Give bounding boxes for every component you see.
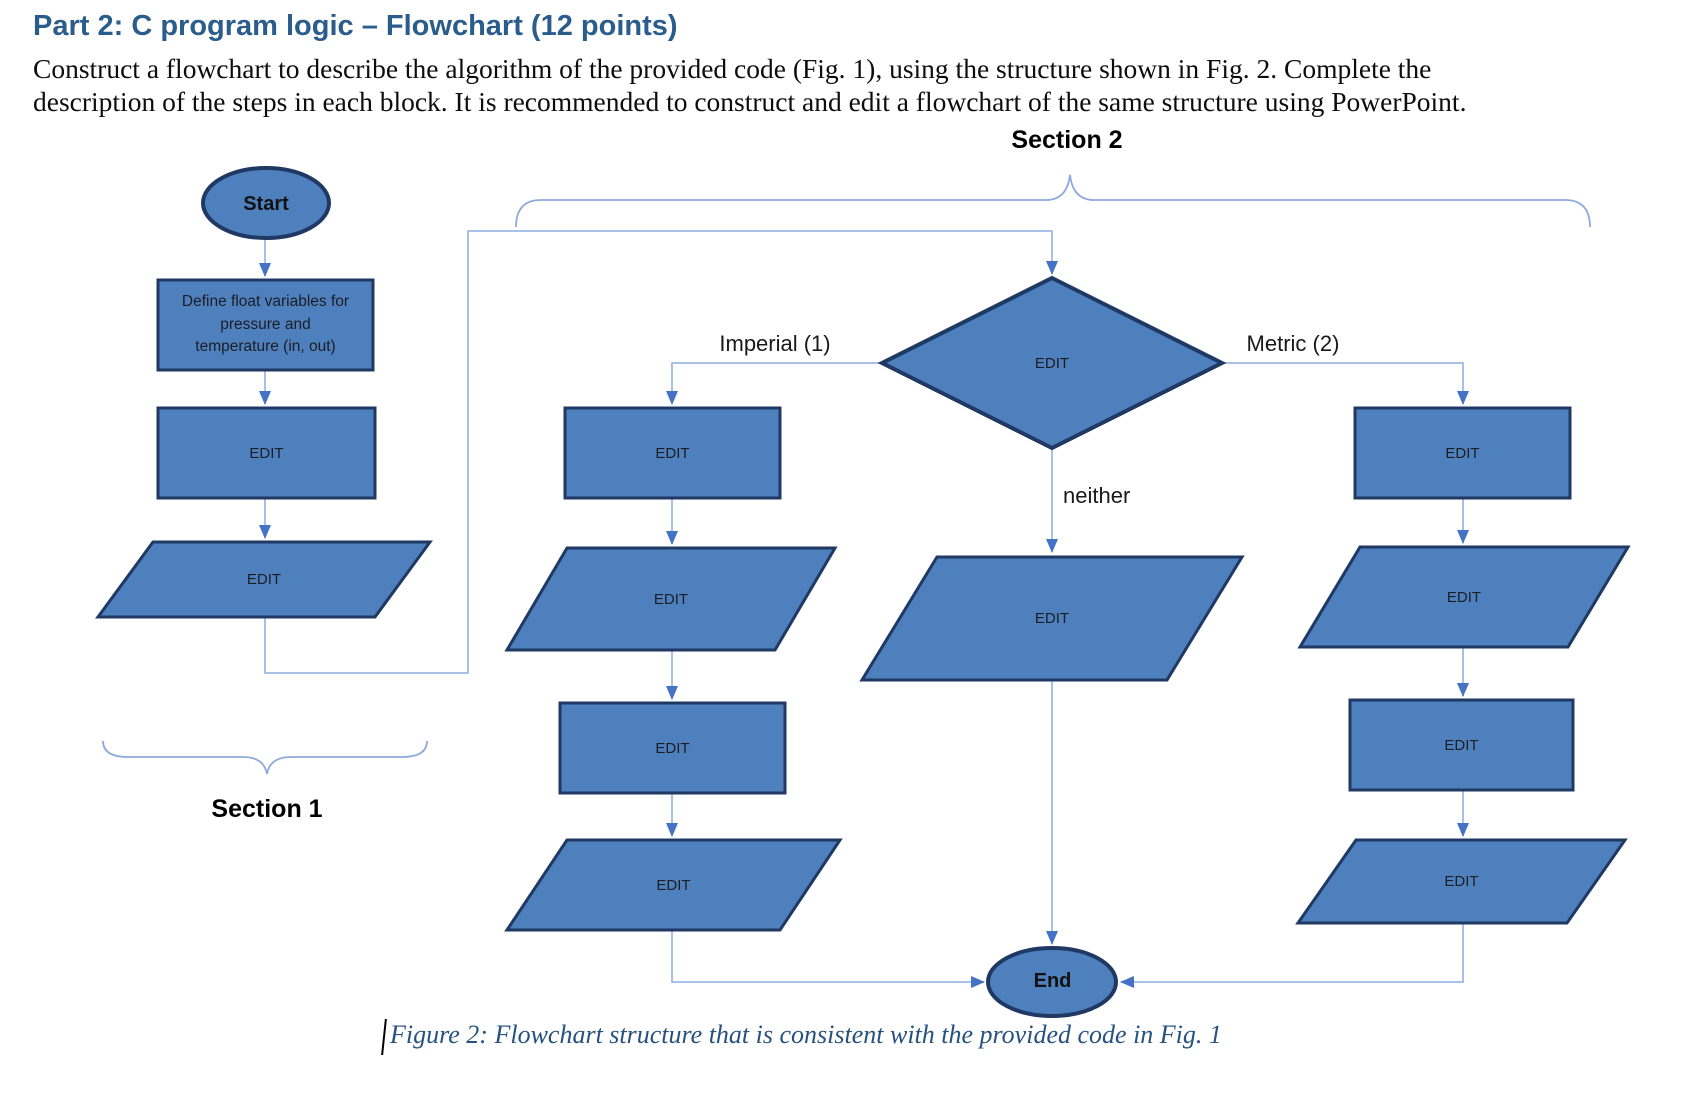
imperial-io2-label: EDIT <box>656 876 691 894</box>
end-node-label: End <box>1033 970 1072 992</box>
imperial-io1-label: EDIT <box>653 590 689 608</box>
define-node-label: Define float variables for pressure and … <box>181 293 350 356</box>
metric-io1-shape[interactable] <box>1297 545 1631 649</box>
neither-io-shape[interactable] <box>859 555 1245 682</box>
section1-label: Section 1 <box>211 794 323 823</box>
connector-imp-end <box>671 930 985 988</box>
connector-metric-branch <box>1222 362 1469 405</box>
decision-diamond-shape[interactable] <box>877 275 1227 451</box>
connector-met-end <box>1120 923 1464 988</box>
edit-process-left-label: EDIT <box>249 444 284 462</box>
start-node-shape[interactable] <box>201 166 331 240</box>
imperial-process2-shape[interactable] <box>558 701 787 795</box>
imperial-process1-shape[interactable] <box>563 406 782 500</box>
imperial-io1-shape[interactable] <box>504 546 838 652</box>
edit-process-left-shape[interactable] <box>156 406 377 500</box>
metric-io1-label: EDIT <box>1446 588 1482 606</box>
start-node-label: Start <box>243 192 289 215</box>
metric-process2-label: EDIT <box>1444 736 1479 754</box>
connector-imperial-branch <box>666 362 882 405</box>
figure-caption: Figure 2: Flowchart structure that is co… <box>390 1020 1222 1049</box>
edit-io-left-label: EDIT <box>246 571 282 588</box>
metric-process1-label: EDIT <box>1445 444 1480 462</box>
define-node-shape[interactable] <box>156 278 375 372</box>
metric-process1-shape[interactable] <box>1353 406 1572 500</box>
paragraph-line-1: Construct a flowchart to describe the al… <box>33 53 1432 84</box>
imperial-process2-label: EDIT <box>655 739 690 757</box>
paragraph-line-2: description of the steps in each block. … <box>33 86 1467 117</box>
edit-io-left-shape[interactable] <box>95 540 433 619</box>
section1-brace <box>102 740 428 775</box>
imperial-io2-shape[interactable] <box>504 838 843 932</box>
metric-edge-label: Metric (2) <box>1246 331 1340 356</box>
metric-process2-shape[interactable] <box>1348 698 1575 792</box>
section2-brace <box>515 174 1591 228</box>
neither-io-label: EDIT <box>1034 610 1070 627</box>
connector-section1-to-decision <box>264 230 1058 674</box>
end-node-shape[interactable] <box>986 946 1118 1018</box>
metric-io2-label: EDIT <box>1444 873 1479 890</box>
section2-label: Section 2 <box>1011 125 1123 154</box>
imperial-process1-label: EDIT <box>655 444 690 462</box>
body-paragraph: Construct a flowchart to describe the al… <box>33 52 1466 118</box>
neither-edge-label: neither <box>1063 483 1131 508</box>
page-title: Part 2: C program logic – Flowchart (12 … <box>33 10 678 42</box>
imperial-edge-label: Imperial (1) <box>719 331 831 356</box>
decision-diamond-label: EDIT <box>1034 354 1070 372</box>
metric-io2-shape[interactable] <box>1295 838 1628 925</box>
